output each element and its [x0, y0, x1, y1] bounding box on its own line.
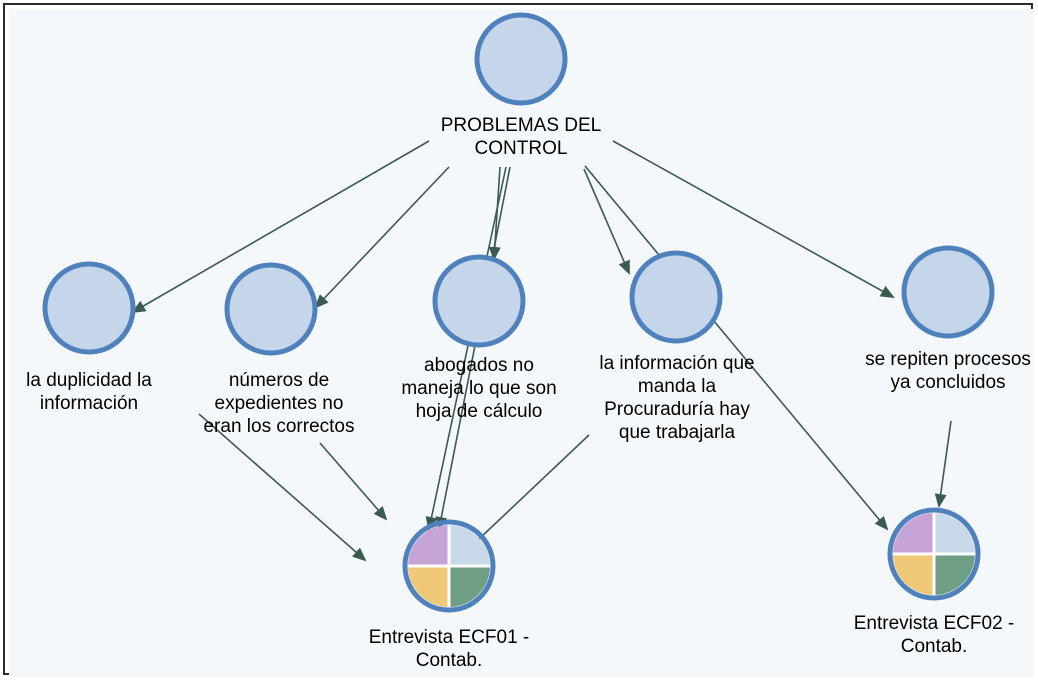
edges-layer — [131, 140, 952, 562]
document-node-1-label-line: Contab. — [416, 650, 483, 671]
edge-root-to-doc2 — [584, 165, 889, 531]
code-node-5-circle — [901, 245, 995, 339]
code-node-4-circle — [629, 250, 723, 344]
document-node-1-quadrant-top-right — [449, 525, 490, 566]
code-node-4-label-line: la información que — [599, 353, 754, 374]
code-node-4-label-line: Procuraduría hay — [604, 399, 750, 420]
root-code-node-label-line: CONTROL — [475, 138, 568, 159]
document-node-2-label-line: Entrevista ECF02 - — [854, 613, 1015, 634]
document-node-1-quadrant-bottom-left — [408, 566, 449, 607]
code-node-1-label-line: la duplicidad la — [26, 370, 152, 391]
document-node-1-label-line: Entrevista ECF01 - — [369, 627, 530, 648]
code-node-3-label-line: maneja lo que son — [401, 378, 556, 399]
document-node-2-label: Entrevista ECF02 -Contab. — [854, 613, 1015, 657]
code-node-1-label-line: información — [40, 393, 138, 414]
document-node-1-ring — [402, 519, 496, 613]
document-node-2-ring — [887, 507, 981, 601]
document-node-1-quadrant-top-left — [408, 525, 449, 566]
edge-code2-to-doc1 — [319, 442, 388, 521]
code-node-4-label-line: manda la — [638, 376, 717, 397]
root-code-node-circle — [474, 12, 568, 106]
edge-root-to-code2 — [314, 166, 450, 309]
code-node-2-circle — [224, 262, 318, 356]
code-node-5-label-line: se repiten procesos — [865, 349, 1031, 370]
document-node-2[interactable]: Entrevista ECF02 -Contab. — [854, 507, 1015, 657]
code-node-3-label-line: hoja de cálculo — [416, 401, 543, 422]
document-node-2-quadrant-bottom-left — [893, 554, 934, 595]
root-code-node-label-line: PROBLEMAS DEL — [441, 115, 602, 136]
code-node-3-circle — [432, 254, 526, 348]
document-node-1-quadrant-bottom-right — [449, 566, 490, 607]
edge-root-to-code1 — [131, 140, 430, 314]
edge-root-to-doc1-a — [425, 166, 507, 531]
document-node-2-label-line: Contab. — [901, 636, 968, 657]
code-node-2-label-line: eran los correctos — [203, 416, 354, 437]
code-node-3-label-line: abogados no — [424, 355, 534, 376]
code-node-1-circle — [42, 261, 136, 355]
code-node-5-label-line: ya concluidos — [890, 372, 1005, 393]
document-node-1-label: Entrevista ECF01 -Contab. — [369, 627, 530, 671]
edge-code1-to-doc1 — [198, 413, 367, 562]
document-node-2-quadrant-top-right — [934, 513, 975, 554]
document-node-1[interactable]: Entrevista ECF01 -Contab. — [369, 519, 530, 671]
code-node-2-label-line: expedientes no — [215, 393, 344, 414]
code-node-4-label-line: que trabajarla — [619, 422, 736, 443]
document-node-2-quadrant-bottom-right — [934, 554, 975, 595]
edge-root-to-doc1-b — [435, 166, 511, 531]
edge-code5-to-doc2 — [934, 420, 952, 508]
code-node-2-label-line: números de — [229, 370, 329, 391]
document-node-2-quadrant-top-left — [893, 513, 934, 554]
edge-root-to-code4 — [583, 168, 630, 275]
edge-root-to-code5 — [612, 140, 895, 298]
